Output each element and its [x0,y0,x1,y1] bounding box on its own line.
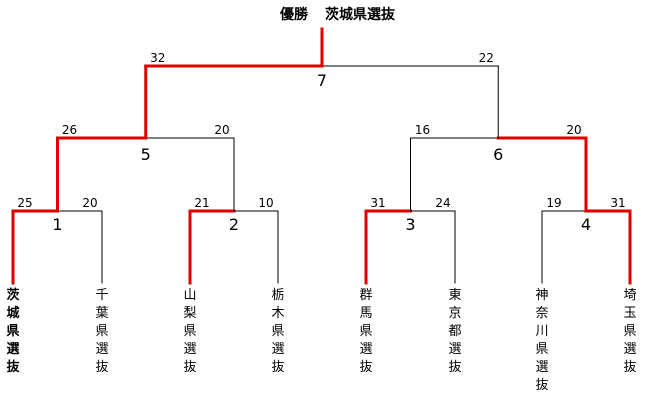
team-names: 茨城県選抜 千葉県選抜 山梨県選抜 栃木県選抜 群馬県選抜 東京都選抜 神奈川県選抜 埼玉県選… [6,287,636,393]
score-match-5-left: 26 [62,123,77,137]
match-number-3: 3 [405,215,415,234]
match-number-2: 2 [229,215,239,234]
match-number-4: 4 [581,215,591,234]
score-match-3-left: 31 [370,196,385,210]
team-name: 群馬県選抜 [359,288,372,375]
score-match-2-left: 21 [194,196,209,210]
match-number-1: 1 [52,215,62,234]
team-name: 東京都選抜 [448,287,461,375]
match-number-5: 5 [141,145,151,164]
score-match-5-right: 20 [214,123,229,137]
team-name: 神奈川県選抜 [535,288,548,393]
score-match-6-left: 16 [415,123,430,137]
team-name: 茨城県選抜 [6,287,20,375]
score-match-6-right: 20 [566,123,581,137]
score-match-7-left: 32 [150,51,165,65]
champion-label: 優勝 [279,6,309,23]
match-numbers: 1 2 3 4 5 6 7 [52,71,591,234]
team-name: 埼玉県選抜 [623,288,636,375]
team-name: 山梨県選抜 [183,288,196,375]
score-match-4-right: 31 [610,196,625,210]
score-match-1-left: 25 [17,196,32,210]
champion-team: 茨城県選抜 [325,6,396,23]
team-name: 千葉県選抜 [95,288,108,375]
team-name: 栃木県選抜 [271,288,284,375]
match-number-6: 6 [493,145,503,164]
score-match-4-left: 19 [546,196,561,210]
match-number-7: 7 [317,71,327,90]
bracket-scores: 25 20 21 10 31 24 19 31 26 20 16 20 32 22 [17,51,625,210]
score-match-7-right: 22 [479,51,494,65]
score-match-2-right: 10 [258,196,273,210]
score-match-3-right: 24 [435,196,450,210]
bracket-lines [11,27,632,285]
score-match-1-right: 20 [82,196,97,210]
